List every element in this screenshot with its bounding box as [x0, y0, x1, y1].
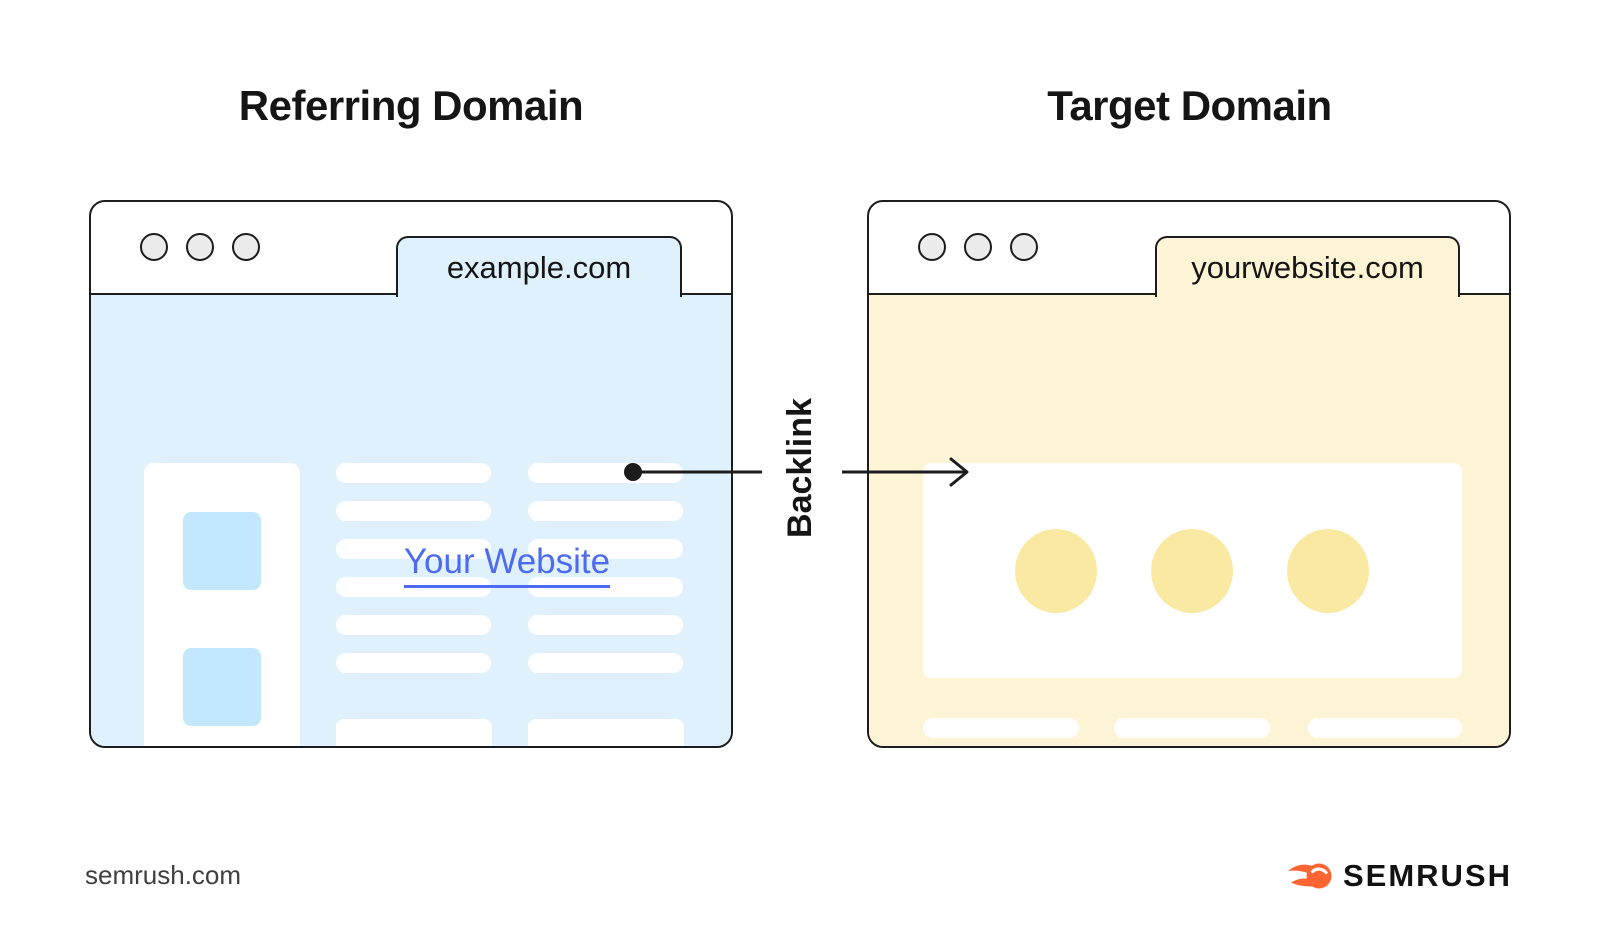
feature-circle-placeholder	[1151, 529, 1233, 613]
your-website-link-text[interactable]: Your Website	[403, 542, 611, 588]
window-control-dot-icon	[964, 233, 992, 261]
window-control-dot-icon	[1010, 233, 1038, 261]
feature-circle-placeholder	[1015, 529, 1097, 613]
semrush-wordmark: SEMRUSH	[1342, 858, 1512, 893]
text-placeholder-block	[528, 719, 684, 746]
your-website-link[interactable]: Your Website	[383, 542, 631, 588]
feature-circle-placeholder	[1287, 529, 1369, 613]
window-control-dot-icon	[232, 233, 260, 261]
browser-tab-example-com: example.com	[396, 236, 682, 297]
text-placeholder-block	[336, 719, 492, 746]
text-placeholder-line	[336, 653, 491, 673]
text-placeholder-line	[528, 539, 683, 559]
semrush-logo: SEMRUSH	[1287, 858, 1512, 894]
backlink-label: Backlink	[781, 398, 819, 538]
target-domain-title: Target Domain	[1047, 82, 1332, 129]
referring-domain-title: Referring Domain	[238, 82, 584, 129]
target-domain-window: yourwebsite.com	[867, 200, 1511, 748]
text-placeholder-line	[336, 539, 491, 559]
text-placeholder-line	[1114, 718, 1270, 738]
window-control-dot-icon	[140, 233, 168, 261]
text-placeholder-line	[336, 615, 491, 635]
target-page-content	[869, 293, 1509, 746]
hero-placeholder	[923, 463, 1462, 678]
text-placeholder-line	[923, 718, 1079, 738]
browser-tab-yourwebsite-com: yourwebsite.com	[1155, 236, 1460, 297]
source-attribution: semrush.com	[85, 860, 242, 890]
tab-label: yourwebsite.com	[1191, 249, 1424, 285]
backlink-arrow-icon	[624, 457, 969, 487]
text-placeholder-line	[528, 463, 683, 483]
text-placeholder-line	[528, 615, 683, 635]
window-control-dot-icon	[186, 233, 214, 261]
text-placeholder-line	[1308, 718, 1462, 738]
referring-domain-window: example.com Your Website	[89, 200, 733, 748]
text-placeholder-line	[528, 653, 683, 673]
tab-label: example.com	[446, 249, 632, 285]
text-placeholder-line	[336, 501, 491, 521]
text-placeholder-line	[336, 463, 491, 483]
image-placeholder	[183, 648, 261, 726]
text-placeholder-line	[528, 501, 683, 521]
semrush-flame-icon	[1287, 863, 1332, 889]
window-control-dot-icon	[918, 233, 946, 261]
image-placeholder	[183, 512, 261, 590]
referring-page-content: Your Website	[91, 293, 731, 746]
